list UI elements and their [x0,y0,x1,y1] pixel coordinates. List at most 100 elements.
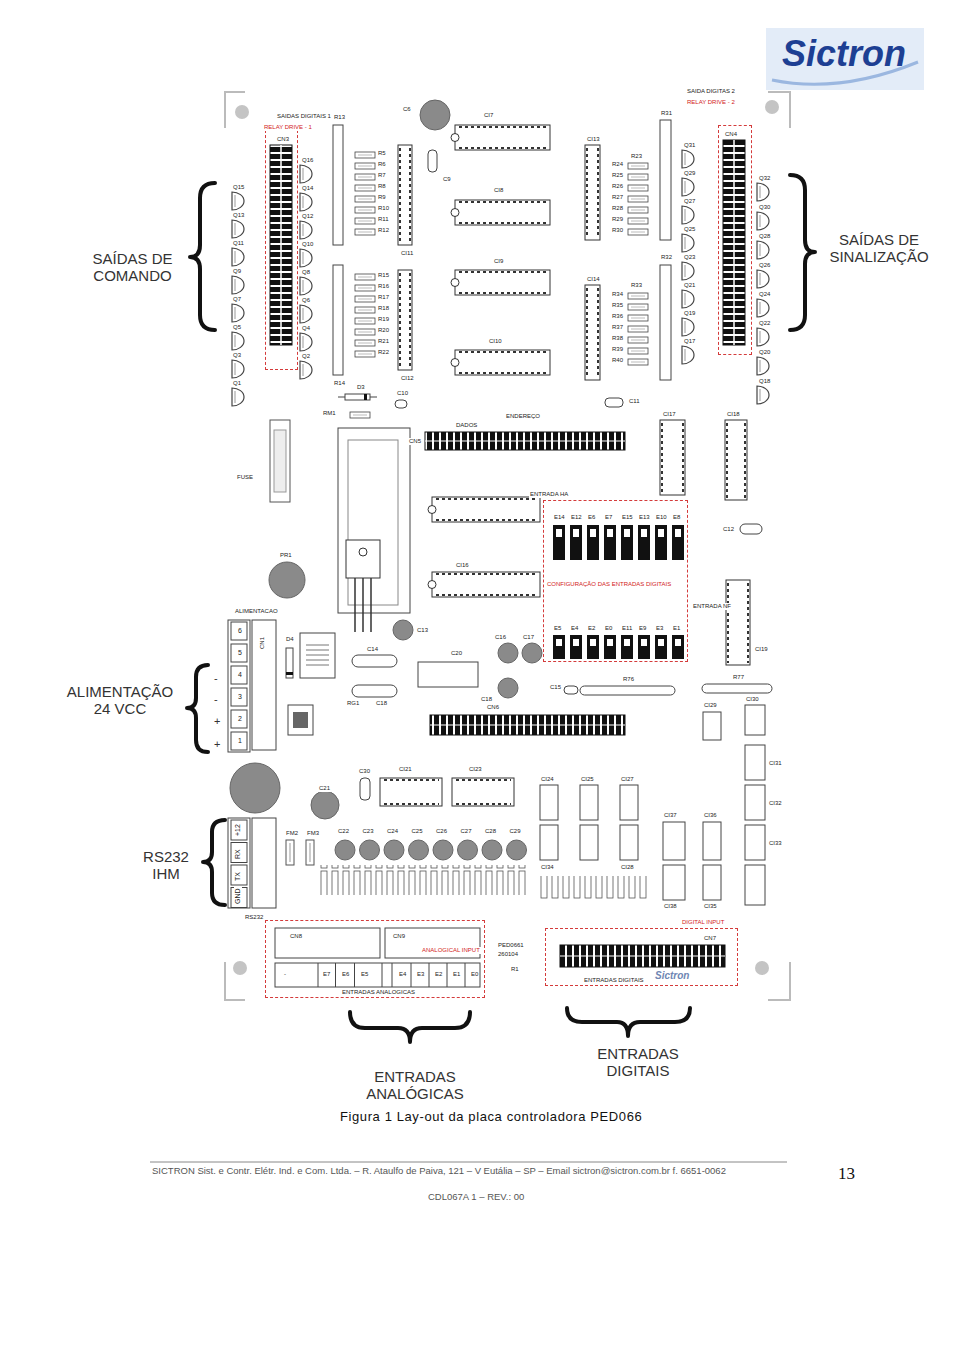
part-label: E1 [672,625,681,632]
part-label: E12 [570,514,583,521]
part-label: E5 [360,971,369,978]
part-label: R24 [611,161,624,168]
part-label: CI14 [586,276,601,283]
transistor-symbol [757,183,769,201]
board-corner [768,962,790,1000]
curly-brace [187,175,815,1042]
mounting-hole [765,100,779,114]
resistor-symbol [355,274,375,280]
resistor-symbol [355,329,375,335]
ic-socket [745,705,765,735]
ic-pins [384,780,511,804]
annotation-text: - [214,693,218,705]
dip-switch [556,639,562,646]
part-label: R31 [660,110,673,117]
part-label: R11 [377,216,390,223]
ic-pins [400,148,410,368]
transistor-symbol [682,150,694,168]
part-label: Q30 [758,204,771,211]
small-capacitor [428,150,437,172]
resistor-symbol [628,196,648,202]
analog-connector [275,928,380,958]
part-label: Q8 [301,269,311,276]
part-label: R34 [611,291,624,298]
part-label: Q19 [683,310,696,317]
part-label: RX [234,848,242,860]
capacitor-symbol [498,678,518,698]
part-label: C30 [358,768,371,775]
region-label: CONFIGURAÇÃO DAS ENTRADAS DIGITAIS [546,581,672,588]
region-label: ENTRADA NF [692,603,732,610]
part-label: R77 [732,674,745,681]
part-label: CI19 [754,646,769,653]
figure-caption: Figura 1 Lay-out da placa controladora P… [340,1110,642,1124]
transistor-symbol [757,241,769,259]
part-label: 4 [237,671,243,679]
annotation-text: SAÍDAS DE SINALIZAÇÃO [820,231,938,266]
part-label: CI17 [662,411,677,418]
regulator-heatsink [355,578,371,632]
part-label: Q14 [301,185,314,192]
part-label: R17 [377,294,390,301]
annotation-text: CDL067A 1 – REV.: 00 [428,1192,524,1202]
part-label: Q4 [301,325,311,332]
part-label: Q20 [758,349,771,356]
ic-pins [459,127,547,373]
dip-switch [573,529,579,537]
small-capacitor [395,400,407,408]
part-label: RM1 [322,410,337,417]
part-label: R23 [630,153,643,160]
dashed-region: SAIDAS DIGITAIS 1RELAY DRIVE - 1 [265,130,298,370]
part-label: 5 [237,649,243,657]
region-label: ENTRADAS DIGITAIS [583,977,645,984]
small-capacitor [605,398,623,407]
dip-switch [607,639,613,646]
transistor-symbol [232,192,244,210]
part-label: D4 [285,636,295,643]
ic-pins [436,499,537,595]
capacitor-symbol [522,643,542,663]
part-label: Q27 [683,198,696,205]
relay-header [280,145,282,345]
part-label: R18 [377,305,390,312]
transistor-symbol [682,206,694,224]
part-label: D3 [356,384,366,391]
terminal-block [228,620,276,908]
part-label: C10 [396,390,409,397]
dip-switch [641,529,647,537]
part-label: Q29 [683,170,696,177]
terminal-block [231,688,247,706]
regulator-heatsink [338,428,410,632]
small-capacitor [360,778,370,800]
part-label: R8 [377,183,387,190]
resistor-network [660,120,671,240]
transistor-symbol [232,304,244,322]
small-capacitor [418,662,478,687]
ic-pins [384,127,748,804]
part-label: 2 [237,715,243,723]
terminal-block [231,644,247,662]
part-label: E7 [322,971,331,978]
ic-socket [620,825,638,860]
small-capacitor [740,524,762,534]
dip-switch [590,529,596,537]
pin-header [560,955,725,956]
capacitor-symbol [335,840,355,860]
dip-switch [675,639,681,646]
resistor-symbol [355,340,375,346]
terminal-block [231,710,247,728]
capacitor-symbol [230,100,542,860]
capacitor-symbol [230,763,280,813]
part-label: R39 [611,346,624,353]
relay-header [733,140,735,345]
ic-socket [703,712,721,740]
ic-notch [451,134,459,142]
part-label: Q13 [232,212,245,219]
part-label: CI31 [768,760,783,767]
dip-switch [573,639,579,646]
part-label: R10 [377,205,390,212]
ic-notch [451,359,459,367]
resistor-symbol [318,152,648,900]
part-label: E4 [570,625,579,632]
